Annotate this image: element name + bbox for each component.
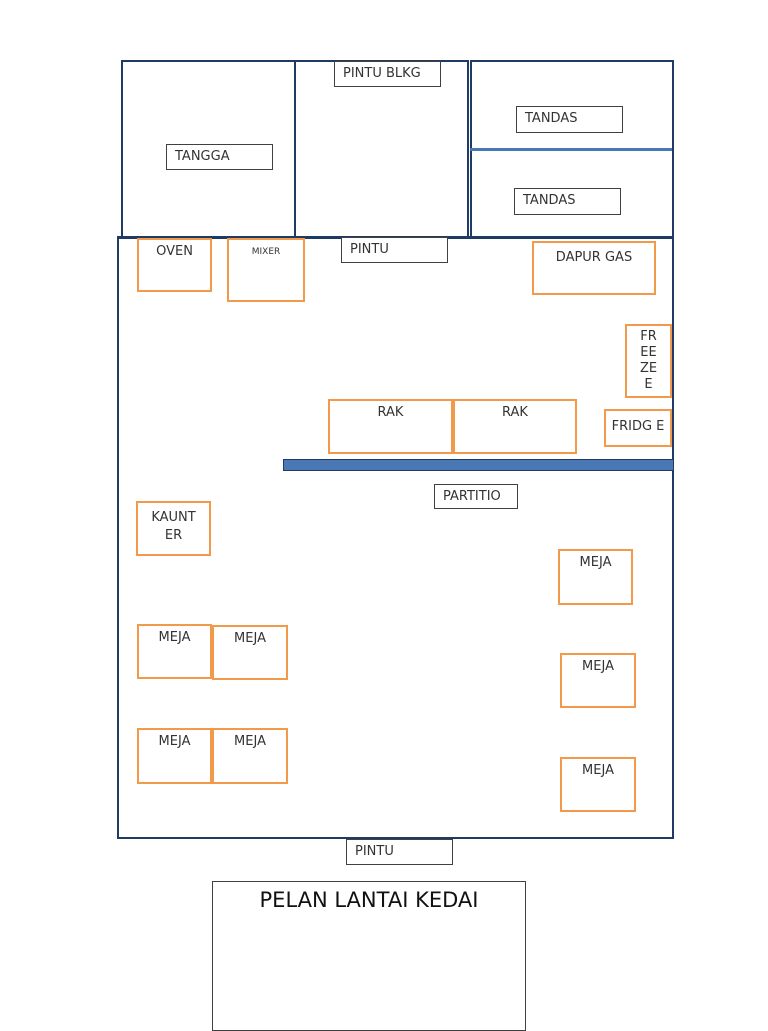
stairs-label: TANGGA [166, 144, 273, 170]
freezer: FR EE ZE E [625, 324, 672, 398]
fridge: FRIDG E [604, 409, 672, 447]
table-left-4: MEJA [212, 728, 288, 784]
inner-door-label: PINTU [341, 237, 448, 263]
upper-left-wall [121, 60, 123, 238]
table-left-3: MEJA [137, 728, 212, 784]
table-right-2: MEJA [560, 653, 636, 708]
partition-label: PARTITIO [434, 484, 518, 509]
stair-room-divider-wall [294, 60, 296, 238]
toilet-right-wall [672, 60, 674, 238]
toilet-label-2: TANDAS [514, 188, 621, 215]
toilet-label-1: TANDAS [516, 106, 623, 133]
back-door-label: PINTU BLKG [334, 61, 441, 87]
front-door-label: PINTU [346, 839, 453, 865]
rack-1: RAK [328, 399, 453, 454]
back-room-right-wall [467, 60, 469, 238]
partition-wall [283, 459, 674, 471]
mixer: MIXER [227, 238, 305, 302]
table-left-2: MEJA [212, 625, 288, 680]
table-left-1: MEJA [137, 624, 212, 679]
gas-stove: DAPUR GAS [532, 241, 656, 295]
main-left-wall [117, 236, 119, 839]
oven: OVEN [137, 238, 212, 292]
table-right-3: MEJA [560, 757, 636, 812]
upper-top-wall-right [470, 60, 674, 62]
counter: KAUNT ER [136, 501, 211, 556]
toilet-divider [470, 148, 672, 151]
rack-2: RAK [453, 399, 577, 454]
floor-plan-title: PELAN LANTAI KEDAI [212, 881, 526, 1031]
table-right-1: MEJA [558, 549, 633, 605]
main-right-wall [672, 236, 674, 839]
main-bottom-wall [117, 837, 674, 839]
